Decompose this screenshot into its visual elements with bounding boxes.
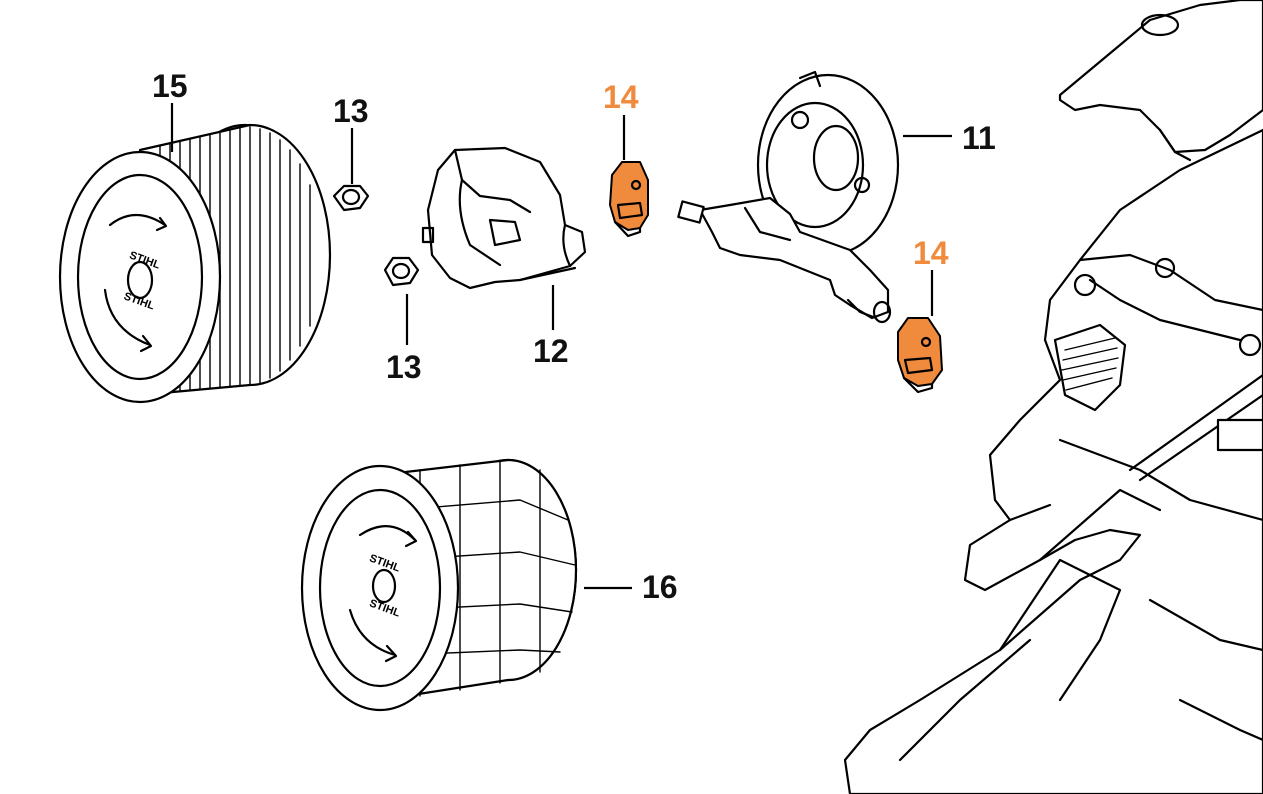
callout-15: 15 [152, 68, 188, 104]
part-13-nut-top [332, 184, 370, 212]
callout-16: 16 [642, 569, 678, 605]
callout-11: 11 [962, 120, 996, 156]
part-14-buffer-left [609, 161, 649, 238]
part-12-bracket [421, 146, 587, 290]
callout-12: 12 [533, 333, 569, 369]
callout-13-bottom: 13 [386, 349, 422, 385]
leader-lines [170, 103, 952, 590]
callouts: 15 13 13 14 14 11 12 16 [152, 68, 996, 605]
part-15-air-filter: STIHL STIHL [58, 123, 332, 404]
callout-14-left: 14 [603, 79, 639, 115]
part-14-buffer-right [897, 317, 943, 394]
part-16-filter: STIHL STIHL [300, 458, 578, 712]
callout-14-right: 14 [913, 235, 949, 271]
part-13-nut-bottom [383, 256, 420, 287]
callout-13-top: 13 [333, 93, 369, 129]
part-11-carrier [677, 70, 900, 324]
chainsaw-housing [843, 0, 1263, 794]
